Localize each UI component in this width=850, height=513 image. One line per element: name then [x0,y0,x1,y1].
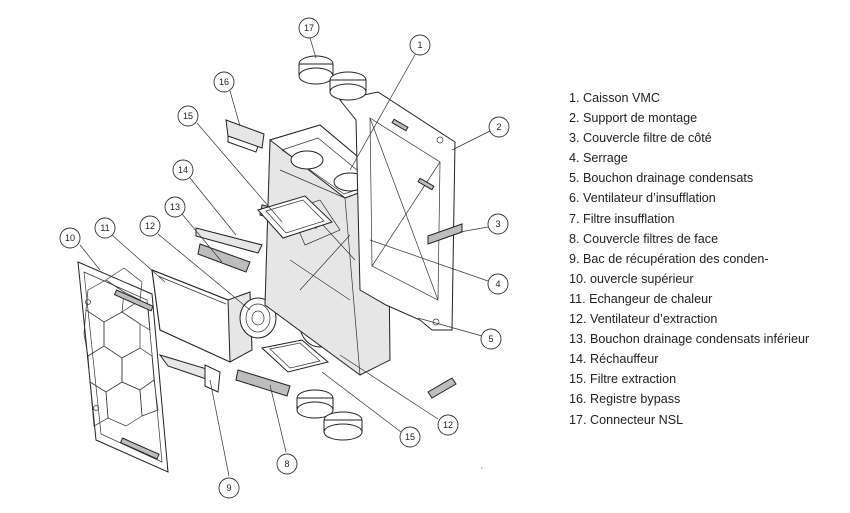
legend-item: 9. Bac de récupération des conden- [569,251,769,266]
svg-text:14: 14 [178,165,188,175]
callout-11: 11 [94,217,116,239]
legend-item: 14. Réchauffeur [569,352,659,367]
heater [195,227,263,254]
legend-item: 11. Echangeur de chaleur [569,291,713,306]
front-filter-cover [235,369,291,397]
svg-text:5: 5 [488,334,493,344]
condensate-tray [158,354,221,393]
legend-item: 7. Filtre insufflation [569,211,675,226]
callout-9: 9 [218,477,240,499]
legend-item: 15. Filtre extraction [569,372,677,387]
callout-12-right: 12 [437,414,459,436]
legend-item: 3. Couvercle filtre de côté [569,131,712,146]
svg-text:1: 1 [417,40,422,50]
svg-text:2: 2 [496,122,501,132]
legend-item: 2. Support de montage [569,111,698,126]
legend-item: 17. Connecteur NSL [569,412,684,427]
lower-condensate-plug [197,243,251,273]
heat-exchanger [151,269,253,363]
legend-item: 4. Serrage [569,151,628,166]
svg-text:4: 4 [495,279,500,289]
callout-3: 3 [487,213,509,235]
legend-item: 16. Registre bypass [569,392,681,407]
legend-item: 13. Bouchon drainage condensats inférieu… [569,332,810,347]
svg-text:13: 13 [170,202,180,212]
legend-item: 6. Ventilateur d’insufflation [569,191,716,206]
extraction-filter-upper [257,195,333,239]
side-filter-cover [427,223,463,245]
bypass-damper [225,119,265,153]
svg-text:15: 15 [183,111,193,121]
svg-text:9: 9 [226,483,231,493]
svg-text:17: 17 [304,23,314,33]
callout-15-top: 15 [177,105,199,127]
callout-13: 13 [164,196,186,218]
mounting-bracket [339,91,456,331]
footnote-mark: ‚ [481,461,483,470]
svg-text:12: 12 [443,420,453,430]
leader-lines [79,37,491,477]
supply-filter [260,339,330,373]
legend-item: 10. ouvercle supérieur [569,271,694,286]
svg-text:15: 15 [405,432,415,442]
condensate-plug [427,377,457,399]
callout-16: 16 [213,71,235,93]
callout-8: 8 [276,453,298,475]
nsl-connectors-top [298,55,367,101]
nsl-connectors-bottom [296,389,363,441]
legend-item: 1. Caisson VMC [569,91,660,105]
callout-10: 10 [59,227,81,249]
callout-12-left: 12 [139,215,161,237]
callout-1: 1 [409,34,431,56]
svg-text:3: 3 [495,219,500,229]
legend-item: 8. Couvercle filtres de face [569,231,719,246]
callout-17: 17 [298,17,320,39]
callout-4: 4 [487,273,509,295]
svg-text:12: 12 [145,221,155,231]
legend-item: 12. Ventilateur d’extraction [569,312,718,327]
svg-text:8: 8 [284,459,289,469]
callout-15-bottom: 15 [399,426,421,448]
callout-2: 2 [488,116,510,138]
legend-item: 5. Bouchon drainage condensats [569,171,754,186]
svg-text:11: 11 [100,223,109,233]
callout-5: 5 [480,328,502,350]
callout-14: 14 [172,159,194,181]
top-cover-panel [77,261,169,473]
svg-text:10: 10 [65,233,75,243]
parts-legend: 1. Caisson VMC 2. Support de montage 3. … [569,88,809,430]
svg-text:16: 16 [219,77,229,87]
